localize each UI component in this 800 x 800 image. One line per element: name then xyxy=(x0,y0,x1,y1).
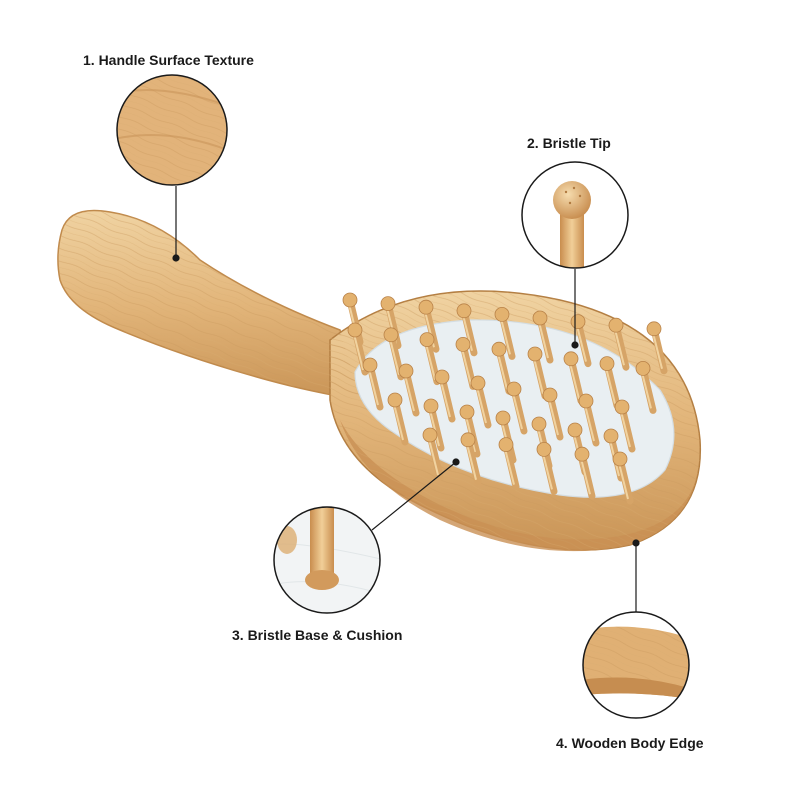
callout-line-3 xyxy=(371,461,457,531)
bristle-pin xyxy=(612,451,634,505)
callout-label-handle-texture: 1. Handle Surface Texture xyxy=(83,52,254,68)
brush-body xyxy=(57,209,702,552)
bristle-pin xyxy=(460,432,482,486)
bristle-pin xyxy=(646,321,668,375)
bristle-pin xyxy=(491,341,513,395)
bristle-pin xyxy=(494,306,516,360)
bristle-pin xyxy=(418,299,440,353)
bristle-pin xyxy=(387,392,409,446)
bristle-group xyxy=(342,292,668,505)
callout-dot-1 xyxy=(172,254,180,262)
callout-circle-3 xyxy=(273,506,381,614)
bristle-pin xyxy=(578,393,600,447)
callout-dot-3 xyxy=(452,458,460,466)
bristle-pin xyxy=(527,346,549,400)
bristle-pin xyxy=(423,398,445,452)
bristle-pin xyxy=(434,369,456,423)
bristle-pin xyxy=(563,351,585,405)
callout-dot-4 xyxy=(632,539,640,547)
bristle-pin xyxy=(470,375,492,429)
callout-dot-2 xyxy=(571,341,579,349)
callout-lines xyxy=(172,186,640,612)
callout-circle-2 xyxy=(521,161,629,269)
bristle-pin xyxy=(532,310,554,364)
bristle-pin xyxy=(574,446,596,500)
bristle-pin xyxy=(362,357,384,411)
bristle-pin xyxy=(506,381,528,435)
bristle-pin xyxy=(455,336,477,390)
bristle-pin xyxy=(398,363,420,417)
callout-circle-4 xyxy=(582,611,690,719)
bristle-pin xyxy=(635,360,657,414)
callout-circle-1 xyxy=(116,74,228,186)
bristle-pin xyxy=(542,387,564,441)
bristle-pin xyxy=(608,317,630,371)
bristle-pin xyxy=(599,356,621,410)
callout-label-bristle-tip: 2. Bristle Tip xyxy=(527,135,611,151)
bristle-pin xyxy=(536,441,558,495)
bristle-pin xyxy=(422,427,444,481)
callout-label-bristle-base: 3. Bristle Base & Cushion xyxy=(232,627,403,643)
bristle-pin xyxy=(456,303,478,357)
bristle-pin xyxy=(614,399,636,453)
bristle-pin xyxy=(498,437,520,491)
callout-label-wooden-edge: 4. Wooden Body Edge xyxy=(556,735,704,751)
